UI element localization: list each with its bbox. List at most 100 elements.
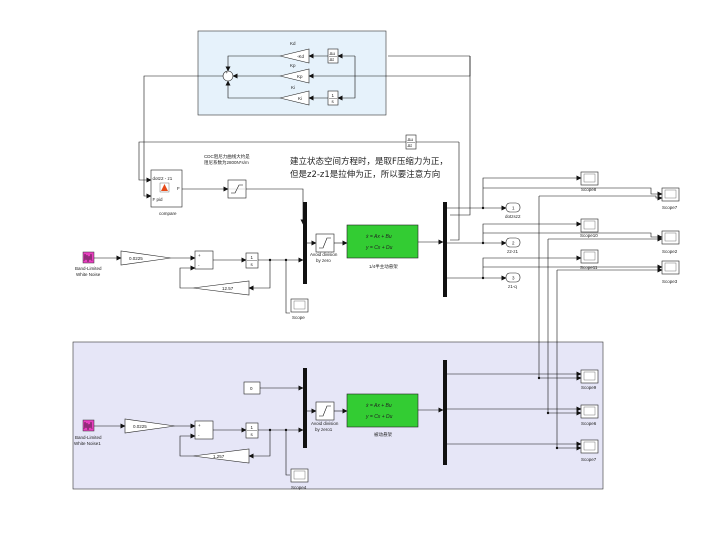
- gain-1257-bottom-value: 1.257: [213, 454, 225, 459]
- outport-3-label: z1-q: [508, 284, 517, 289]
- compare-output: F: [177, 186, 180, 191]
- svg-text:-: -: [198, 433, 200, 438]
- integrator-top: 1: [332, 93, 335, 98]
- scope-bottom[interactable]: [290, 468, 309, 483]
- derivative-bottom: Δt: [330, 57, 335, 62]
- mux-top[interactable]: [303, 202, 307, 284]
- compare-input-1: dotz2 - z1: [153, 176, 173, 181]
- integrator-top-den: s: [251, 262, 254, 267]
- gain-0225-top[interactable]: 0.0225: [120, 250, 172, 266]
- scope10-label: Scope10: [580, 233, 598, 238]
- scope3-label: Scope3: [662, 279, 678, 284]
- avoid-division-bottom[interactable]: [315, 401, 335, 421]
- noise-bottom-label-2: White Noise1: [74, 441, 101, 446]
- outport-2-label: z2-z1: [507, 249, 519, 254]
- svg-text:-: -: [198, 263, 200, 268]
- outport-2[interactable]: 2: [505, 237, 521, 248]
- scope11[interactable]: [580, 249, 599, 264]
- integrator-top-num: 1: [251, 255, 254, 260]
- scope10[interactable]: [580, 218, 599, 233]
- saturation-block[interactable]: [227, 179, 247, 199]
- outport-1-label: dotzsz2: [505, 214, 521, 219]
- sum-bottom[interactable]: + -: [194, 420, 214, 440]
- noise-bottom-label-1: Band-Limited: [75, 435, 102, 440]
- outport-3[interactable]: 3: [505, 272, 521, 283]
- noise-icon: [83, 253, 93, 263]
- constant-zero-value: 0: [250, 386, 253, 391]
- noise-top-label-2: White Noise: [76, 272, 101, 277]
- noise-block-top[interactable]: [82, 251, 95, 264]
- demux-bottom[interactable]: [443, 360, 447, 465]
- scope-top[interactable]: [290, 298, 309, 313]
- noise-icon: [83, 421, 93, 431]
- avoid-top-label-1: Avoid division: [310, 252, 338, 257]
- scope7-top[interactable]: [661, 187, 680, 202]
- ss-bottom-label: 被动悬架: [374, 431, 392, 438]
- compare-input-2: F pid: [153, 197, 164, 202]
- integrator-bottom: s: [332, 99, 335, 104]
- demux-top[interactable]: [443, 202, 447, 297]
- scope6-label: Scope6: [581, 421, 597, 426]
- kd-label: Kd: [290, 41, 296, 46]
- constant-zero[interactable]: 0: [243, 381, 261, 395]
- gain-1257-top[interactable]: 12.57: [192, 280, 250, 296]
- avoid-bottom-label-1: Avoid division: [311, 421, 339, 426]
- noise-block-bottom[interactable]: [82, 419, 95, 432]
- scope2-label: Scope2: [662, 249, 678, 254]
- scope8-label: Scope8: [581, 187, 597, 192]
- scope-top-label: Scope: [292, 315, 305, 320]
- note-line-2: 但是z2-z1是拉伸为正，所以要注意方向: [290, 169, 440, 180]
- avoid-bottom-label-2: by zero1: [315, 427, 333, 432]
- derivative2-bottom: Δt: [408, 143, 413, 148]
- avoid-division-top[interactable]: [315, 233, 335, 253]
- scope7-bottom-label: Scope7: [581, 457, 597, 462]
- scope7-bottom[interactable]: [580, 439, 599, 454]
- outport-3-num: 3: [512, 276, 515, 281]
- scope7-top-label: Scope7: [662, 205, 678, 210]
- ss-top-eq1: ẋ = Ax + Bu: [365, 234, 392, 240]
- sum-top[interactable]: + -: [194, 250, 214, 270]
- matlab-function-icon: [161, 184, 168, 191]
- passive-area: [72, 341, 604, 490]
- ss-top-label: 1/4半主动悬架: [369, 263, 398, 270]
- ki-label: Ki: [291, 85, 295, 90]
- derivative-block-pid[interactable]: Δu Δt: [327, 48, 339, 64]
- ss-bottom-eq1: ẋ = Ax + Bu: [365, 403, 392, 409]
- integrator-top[interactable]: 1 s: [245, 252, 259, 269]
- outport-1[interactable]: 1: [505, 202, 521, 213]
- ss-top-eq2: y = Cx + Du: [365, 245, 393, 251]
- noise-top-label-1: Band-Limited: [75, 266, 102, 271]
- avoid-top-label-2: by zero: [316, 258, 331, 263]
- saturation-icon: [319, 405, 331, 417]
- gain-0225-bottom-value: 0.0225: [133, 424, 147, 429]
- kp-gain-value: Kp: [297, 74, 303, 79]
- scope3[interactable]: [661, 260, 680, 275]
- integrator-bottom[interactable]: 1 s: [245, 422, 259, 439]
- kp-label: Kp: [290, 63, 296, 68]
- svg-text:+: +: [198, 423, 201, 428]
- state-space-bottom[interactable]: ẋ = Ax + Bu y = Cx + Du: [346, 393, 419, 428]
- note-line-1: 建立状态空间方程时，是取F压缩力为正，: [290, 156, 448, 167]
- derivative-block-2[interactable]: Δu Δt: [405, 134, 417, 150]
- scope9-label: Scope9: [581, 385, 597, 390]
- integrator-bottom-num: 1: [251, 425, 254, 430]
- kd-gain-value: -Kd: [297, 54, 305, 59]
- scope4-bottom-label: Scope4: [291, 485, 307, 490]
- derivative-top: Δu: [330, 51, 336, 56]
- mux-bottom[interactable]: [303, 368, 307, 448]
- svg-text:+: +: [226, 70, 229, 75]
- integrator-block-pid[interactable]: 1 s: [327, 90, 339, 106]
- scope2[interactable]: [661, 230, 680, 245]
- scope6[interactable]: [580, 404, 599, 419]
- outport-2-num: 2: [512, 241, 515, 246]
- state-space-top[interactable]: ẋ = Ax + Bu y = Cx + Du: [346, 224, 419, 259]
- outport-1-num: 1: [512, 206, 515, 211]
- derivative2-top: Δu: [408, 137, 414, 142]
- scope8[interactable]: [580, 171, 599, 186]
- scope11-label: Scope11: [580, 265, 598, 270]
- cdc-note-line-1: CDC阻尼力曲线大约是: [204, 153, 250, 160]
- compare-subsystem[interactable]: dotz2 - z1 F pid F compare: [150, 169, 183, 216]
- compare-label: compare: [159, 211, 177, 216]
- svg-text:+: +: [198, 253, 201, 258]
- scope9[interactable]: [580, 369, 599, 384]
